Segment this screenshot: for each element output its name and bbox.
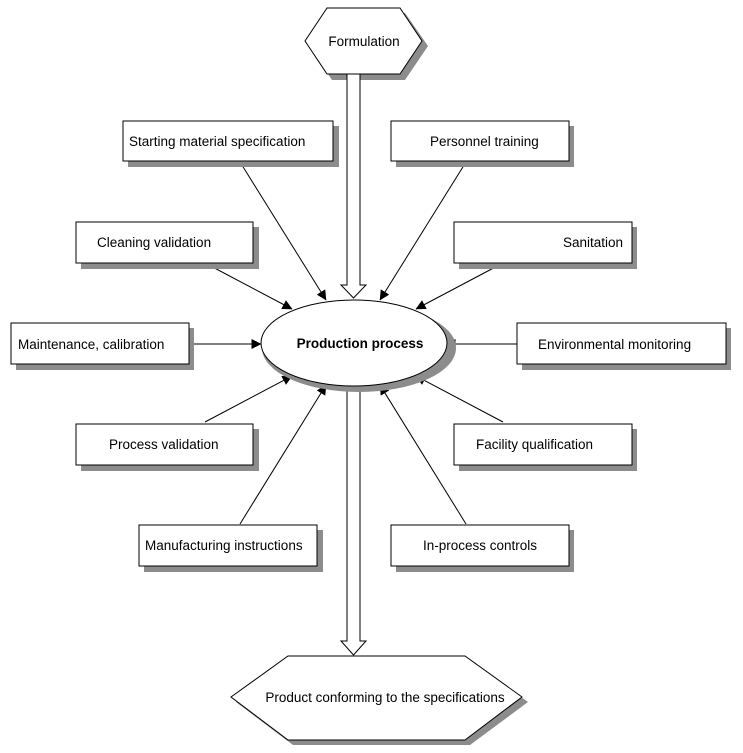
facility-qualification-label: Facility qualification [476, 437, 593, 452]
box-environmental-monitoring: Environmental monitoring [516, 322, 731, 370]
maintenance-calibration-label: Maintenance, calibration [18, 337, 164, 352]
arrow-process-validation [204, 375, 293, 423]
product-label: Product conforming to the specifications [265, 690, 505, 705]
arrow-sanitation [415, 262, 504, 310]
production-process-ellipse [260, 299, 448, 387]
personnel-training-label: Personnel training [430, 134, 539, 149]
sanitation-label: Sanitation [563, 235, 623, 250]
process-to-product-arrow [339, 387, 368, 656]
starting-material-label: Starting material specification [129, 134, 305, 149]
formulation-label: Formulation [328, 34, 399, 49]
connector-arrows [190, 161, 517, 525]
cleaning-validation-label: Cleaning validation [97, 235, 211, 250]
box-facility-qualification: Facility qualification [453, 423, 637, 471]
product-hexagon [230, 655, 523, 741]
box-sanitation: Sanitation [453, 221, 637, 269]
production-process-label: Production process [297, 336, 424, 351]
process-validation-label: Process validation [109, 437, 219, 452]
box-manufacturing-instructions: Manufacturing instructions [138, 524, 323, 572]
arrow-in-process-controls [379, 384, 467, 525]
arrow-facility-qualification [415, 375, 504, 423]
box-cleaning-validation: Cleaning validation [75, 221, 259, 269]
arrow-cleaning-validation [204, 262, 293, 310]
box-starting-material: Starting material specification [122, 120, 339, 167]
manufacturing-instructions-label: Manufacturing instructions [145, 538, 303, 553]
box-maintenance-calibration: Maintenance, calibration [10, 322, 194, 370]
arrow-starting-material [239, 161, 327, 301]
in-process-controls-label: In-process controls [423, 538, 537, 553]
box-process-validation: Process validation [75, 423, 259, 471]
environmental-monitoring-label: Environmental monitoring [538, 337, 691, 352]
formulation-hexagon [304, 7, 423, 75]
formulation-to-process-arrow [339, 73, 368, 299]
box-in-process-controls: In-process controls [390, 524, 574, 572]
arrow-manufacturing-instructions [239, 384, 327, 525]
box-personnel-training: Personnel training [390, 120, 574, 167]
arrow-personnel-training [379, 161, 467, 301]
